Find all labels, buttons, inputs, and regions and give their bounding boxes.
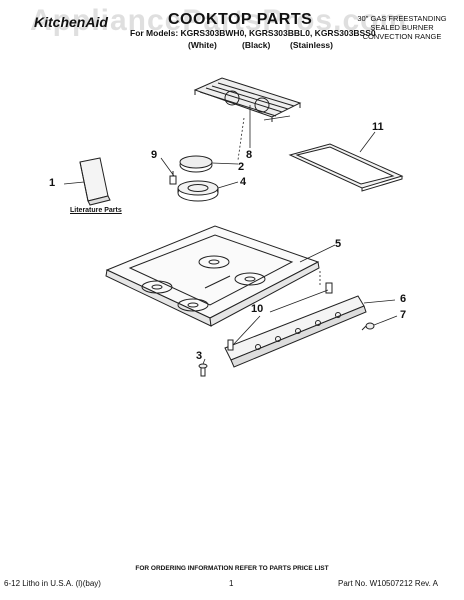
watermark: AppliancePartsPros.com xyxy=(30,4,408,37)
callout-2: 2 xyxy=(238,161,245,173)
burner-cap-part xyxy=(179,155,213,173)
screw-part-3 xyxy=(198,363,208,377)
literature-booklet-part xyxy=(79,157,111,206)
litho-info: 6-12 Litho in U.S.A. (l)(bay) xyxy=(4,579,101,588)
callout-4: 4 xyxy=(240,176,247,188)
griddle-part xyxy=(288,143,404,192)
finish-white: (White) xyxy=(188,40,217,50)
page-number: 1 xyxy=(229,579,234,588)
range-desc-line-3: CONVECTION RANGE xyxy=(362,32,442,41)
finish-black: (Black) xyxy=(242,40,271,50)
screw-part-7 xyxy=(361,322,375,331)
finish-stainless: (Stainless) xyxy=(290,40,333,50)
burner-grate-part xyxy=(193,77,302,122)
ordering-info: FOR ORDERING INFORMATION REFER TO PARTS … xyxy=(135,565,329,572)
range-desc-line-2: SEALED BURNER xyxy=(370,23,434,32)
models-line: For Models: KGRS303BWH0, KGRS303BBL0, KG… xyxy=(130,28,376,38)
callout-6: 6 xyxy=(400,293,407,305)
callout-3: 3 xyxy=(196,350,203,362)
callout-11: 11 xyxy=(372,121,384,133)
callout-5: 5 xyxy=(335,238,342,250)
callout-7: 7 xyxy=(400,309,407,321)
part-number: Part No. W10507212 Rev. A xyxy=(338,579,438,588)
range-description: 30" GAS FREESTANDING SEALED BURNER CONVE… xyxy=(352,14,452,41)
range-desc-line-1: 30" GAS FREESTANDING xyxy=(357,14,447,23)
callout-10: 10 xyxy=(251,303,264,315)
burner-base-part xyxy=(177,180,219,202)
callout-9: 9 xyxy=(151,149,158,161)
igniter-part xyxy=(169,171,177,185)
cooktop-main-top-part xyxy=(105,225,320,327)
section-title: COOKTOP PARTS xyxy=(168,11,313,28)
callout-1: 1 xyxy=(49,177,56,189)
brand-logo: KitchenAid xyxy=(34,14,108,30)
literature-parts-label: Literature Parts xyxy=(70,207,122,214)
callout-8: 8 xyxy=(246,149,253,161)
control-panel-bracket-part xyxy=(224,295,367,368)
